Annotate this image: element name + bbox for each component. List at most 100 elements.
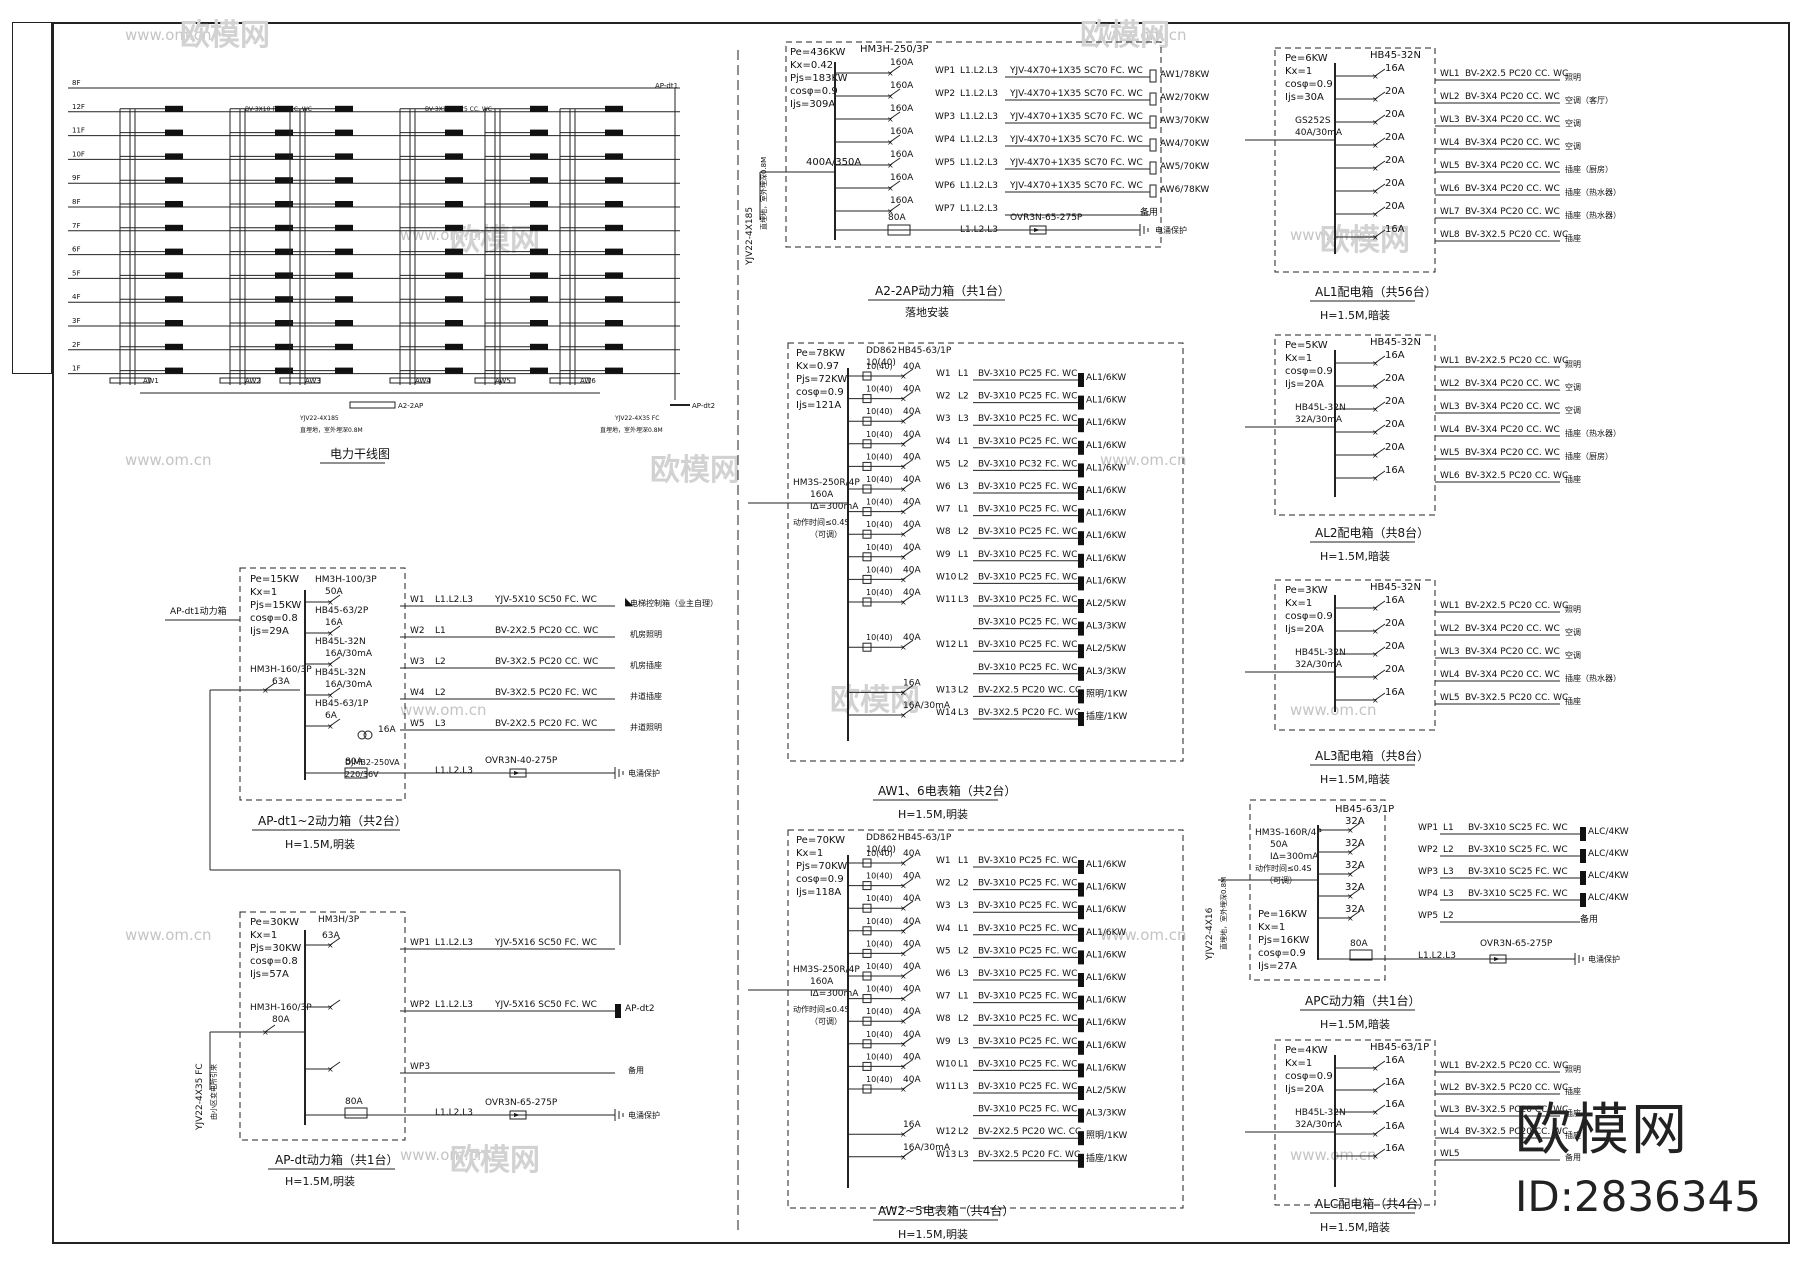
breaker-x-icon: × bbox=[900, 1017, 907, 1026]
aw25-rating: 40A bbox=[903, 1075, 921, 1085]
aw16-load: 照明/1KW bbox=[1086, 688, 1127, 699]
aw16-meter: DD862 bbox=[866, 346, 897, 356]
apdt-in-cable: YJV22-4X35 FC bbox=[195, 1063, 205, 1131]
breaker-switch bbox=[1374, 1104, 1386, 1113]
aw16-phase: L1 bbox=[958, 505, 969, 515]
aw25-load: AL1/6KW bbox=[1086, 973, 1126, 983]
aw25-load-icon bbox=[1078, 973, 1084, 987]
apdt-load-icon bbox=[615, 1004, 621, 1018]
meter-box-icon bbox=[275, 343, 293, 350]
al3-load: 照明 bbox=[1565, 605, 1581, 614]
aw25-circuit-id: W10 bbox=[936, 1059, 957, 1069]
watermark-url: www.om.cn bbox=[125, 451, 212, 469]
aw25-circuit-id: W12 bbox=[936, 1127, 956, 1137]
watermark-url: www.om.cn bbox=[125, 26, 212, 44]
breaker-x-icon: × bbox=[900, 1130, 907, 1139]
aw25-cable: BV-3X10 PC25 FC. WC bbox=[978, 901, 1077, 911]
aw25-cable: BV-3X2.5 PC20 FC. WC bbox=[978, 1150, 1080, 1160]
breaker-x-icon: × bbox=[1372, 428, 1379, 437]
breaker-switch bbox=[329, 656, 341, 665]
aw25-meter-rating: 10(40) bbox=[866, 894, 893, 903]
aw25-circuit-id: W6 bbox=[936, 969, 951, 979]
al1-cable: BV-2X2.5 PC20 CC. WC bbox=[1465, 69, 1568, 79]
aw25-load-icon bbox=[1078, 1153, 1084, 1168]
breaker-switch bbox=[902, 945, 914, 954]
breaker-x-icon: × bbox=[900, 1085, 907, 1094]
aw16-phase: L2 bbox=[958, 572, 969, 582]
al1-cable: BV-3X4 PC20 CC. WC bbox=[1465, 184, 1560, 194]
al3-load: 插座（热水器） bbox=[1565, 673, 1621, 683]
breaker-switch bbox=[902, 991, 914, 1000]
aw25-load-icon bbox=[1078, 1018, 1084, 1033]
apdt12-circuit-id: W2 bbox=[410, 626, 425, 636]
aw25-load: AL1/6KW bbox=[1086, 860, 1126, 870]
breaker-switch bbox=[1374, 470, 1386, 479]
aw25-cable: BV-3X10 PC25 FC. WC bbox=[978, 856, 1077, 866]
al3-param: Pe=3KW bbox=[1285, 585, 1328, 596]
a2ap-circuit-id: WP1 bbox=[935, 66, 955, 76]
apc-header: HB45-63/1P bbox=[1335, 804, 1394, 815]
meter-box-icon bbox=[445, 105, 463, 112]
breaker-switch bbox=[889, 157, 901, 166]
breaker-switch bbox=[1374, 378, 1386, 387]
apc-rcd: IΔ=300mA bbox=[1270, 852, 1319, 862]
meter-box-icon bbox=[605, 296, 623, 303]
al1-param: Pe=6KW bbox=[1285, 53, 1328, 64]
breaker-x-icon: × bbox=[900, 972, 907, 981]
aw16-cable: BV-2X2.5 PC20 WC. CC bbox=[978, 685, 1081, 695]
a2ap-phase: L1.L2.L3 bbox=[960, 66, 998, 76]
watermark-url: www.om.cn bbox=[1100, 451, 1187, 469]
breaker-x-icon: × bbox=[327, 691, 334, 700]
al1-rating: 20A bbox=[1385, 132, 1405, 143]
meter-box-icon bbox=[445, 367, 463, 374]
aw16-cable: BV-3X10 PC25 FC. WC bbox=[978, 640, 1077, 650]
al1-load: 插座（厨房） bbox=[1565, 164, 1613, 174]
breaker-switch bbox=[902, 1013, 914, 1022]
apdt-load: AP-dt2 bbox=[625, 1004, 655, 1014]
aw16-meter-rating: 10(40) bbox=[866, 588, 893, 597]
al2-main-rating: 32A/30mA bbox=[1295, 415, 1343, 425]
apdt12-param: Ijs=29A bbox=[250, 626, 289, 637]
trunk-cable-label: YJV22-4X35 FC bbox=[614, 415, 659, 422]
meter-box-icon bbox=[335, 129, 353, 136]
aw16-load-icon bbox=[1078, 689, 1084, 704]
breaker-x-icon: × bbox=[900, 904, 907, 913]
apc-phase: L2 bbox=[1443, 911, 1454, 921]
al2-circuit-id: WL4 bbox=[1440, 425, 1460, 435]
meter-box-icon bbox=[165, 129, 183, 136]
al1-circuit-id: WL3 bbox=[1440, 115, 1460, 125]
aw25-circuit-id: W13 bbox=[936, 1150, 956, 1160]
aw16-rating: 40A bbox=[903, 362, 921, 372]
apdt12-spd-phase: L1.L2.L3 bbox=[435, 766, 473, 776]
apdt-param: cosφ=0.8 bbox=[250, 956, 298, 967]
aw16-load-icon bbox=[1078, 395, 1084, 410]
trunk-cable-label: YJV22-4X185 bbox=[299, 415, 339, 422]
breaker-x-icon: × bbox=[1372, 451, 1379, 460]
breaker-x-icon: × bbox=[1372, 650, 1379, 659]
apdt-mount: H=1.5M,明装 bbox=[285, 1175, 355, 1188]
breaker-x-icon: × bbox=[1372, 72, 1379, 81]
breaker-switch bbox=[329, 594, 341, 603]
aw25-rcd: IΔ=300mA bbox=[810, 989, 859, 999]
aw25-phase: L1 bbox=[958, 856, 969, 866]
aw25-cable: BV-2X2.5 PC20 WC. CC bbox=[978, 1127, 1081, 1137]
aw16-rcd: IΔ=300mA bbox=[810, 502, 859, 512]
meter-box-icon bbox=[335, 296, 353, 303]
meter-box-icon bbox=[335, 153, 353, 160]
aw25-cable: BV-3X10 PC25 FC. WC bbox=[978, 924, 1077, 934]
apdt12-cable: BV-2X2.5 PC20 CC. WC bbox=[495, 626, 598, 636]
breaker-x-icon: × bbox=[1372, 382, 1379, 391]
apc-main-rating: 50A bbox=[1270, 840, 1288, 850]
breaker-x-icon: × bbox=[900, 530, 907, 539]
meter-box-icon bbox=[275, 105, 293, 112]
aw16-rating: 40A bbox=[903, 475, 921, 485]
al1-enclosure bbox=[1274, 47, 1436, 273]
aw16-title: AW1、6电表箱（共2台） bbox=[878, 783, 1016, 798]
aw16-load-icon bbox=[1078, 440, 1084, 455]
al3-cable: BV-3X4 PC20 CC. WC bbox=[1465, 624, 1560, 634]
al1-circuit-id: WL5 bbox=[1440, 161, 1460, 171]
meter-box-icon bbox=[165, 248, 183, 255]
aw25-rating: 40A bbox=[903, 1052, 921, 1062]
aw16-circuit-id: W6 bbox=[936, 482, 951, 492]
al2-circuit-id: WL3 bbox=[1440, 402, 1460, 412]
